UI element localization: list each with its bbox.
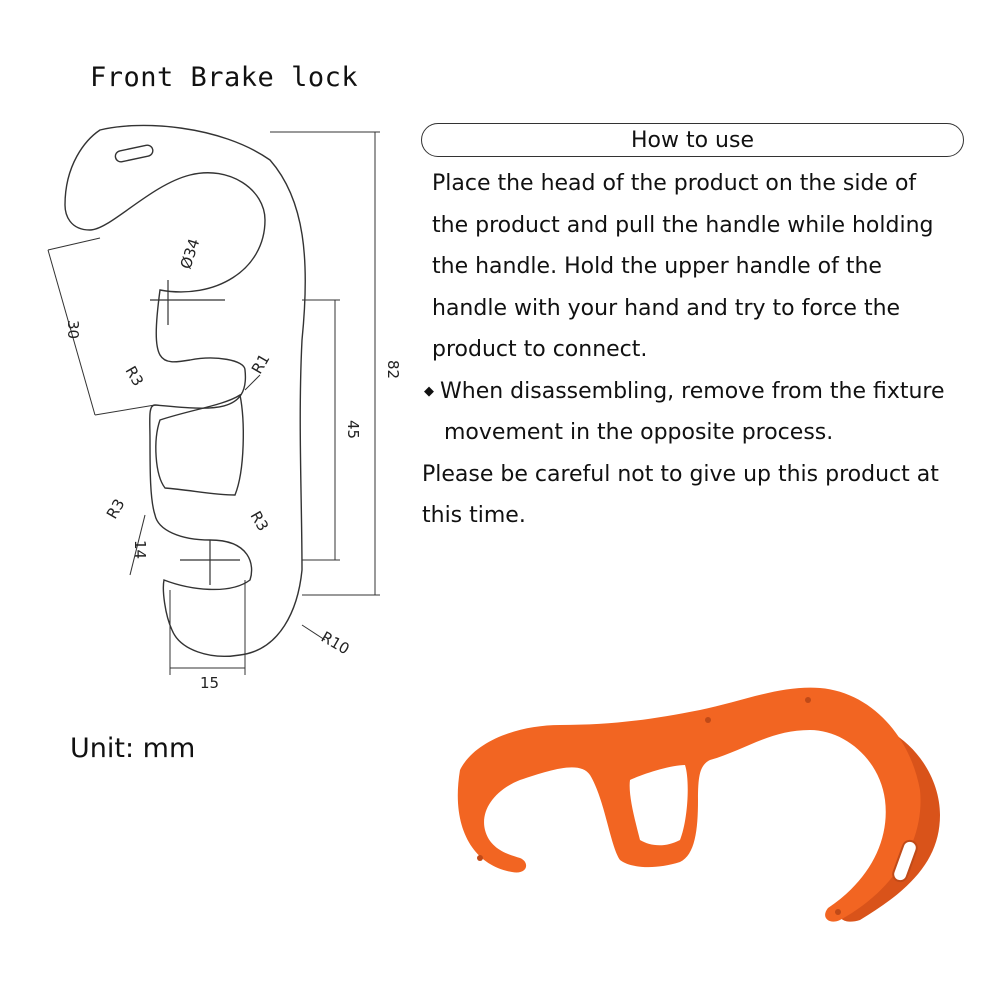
inner-window bbox=[155, 393, 244, 496]
dim-r1: R1 bbox=[248, 351, 274, 377]
how-to-use-title: How to use bbox=[630, 127, 754, 153]
how-to-use-header: How to use bbox=[421, 123, 964, 157]
instruction-line: Place the head of the product on the sid… bbox=[432, 171, 917, 196]
dim-82: 82 bbox=[384, 360, 400, 379]
instructions: Place the head of the product on the sid… bbox=[422, 163, 982, 537]
instruction-line: the product and pull the handle while ho… bbox=[432, 212, 934, 238]
bullet-line: When disassembling, remove from the fixt… bbox=[440, 378, 945, 404]
product-slot bbox=[892, 839, 918, 883]
product-window bbox=[629, 765, 688, 846]
instruction-line: product to connect. bbox=[432, 337, 648, 362]
dim-15: 15 bbox=[200, 674, 219, 692]
note-line: Please be careful not to give up this pr… bbox=[422, 461, 939, 487]
product-hole bbox=[805, 697, 811, 703]
bullet-line: movement in the opposite process. bbox=[444, 420, 834, 445]
instruction-line: the handle. Hold the upper handle of the bbox=[432, 254, 882, 279]
product-photo bbox=[457, 687, 940, 922]
product-hole bbox=[835, 909, 841, 915]
technical-drawing: Ø34 30 82 45 R1 R3 R3 R3 14 15 R10 bbox=[47, 124, 400, 692]
unit-label: Unit: mm bbox=[70, 733, 196, 764]
dim-14: 14 bbox=[131, 540, 149, 559]
dim-r3-left: R3 bbox=[103, 496, 129, 522]
dim-30: 30 bbox=[64, 320, 82, 339]
dim-45: 45 bbox=[344, 420, 362, 439]
product-body bbox=[457, 687, 921, 922]
drawing-title: Front Brake lock bbox=[90, 62, 359, 93]
instruction-line: handle with your hand and try to force t… bbox=[432, 295, 901, 321]
dim-r10: R10 bbox=[318, 628, 353, 658]
bullet-item: ◆ When disassembling, remove from the fix… bbox=[422, 371, 982, 413]
note-line: this time. bbox=[422, 503, 526, 528]
dim-r3-top: R3 bbox=[122, 363, 148, 389]
product-hole bbox=[477, 855, 483, 861]
diamond-bullet-icon: ◆ bbox=[424, 383, 434, 399]
lock-outline bbox=[64, 124, 306, 657]
dim-diameter: Ø34 bbox=[177, 236, 204, 271]
product-hole bbox=[705, 717, 711, 723]
dim-r3-right: R3 bbox=[247, 508, 273, 534]
top-slot bbox=[114, 144, 154, 163]
